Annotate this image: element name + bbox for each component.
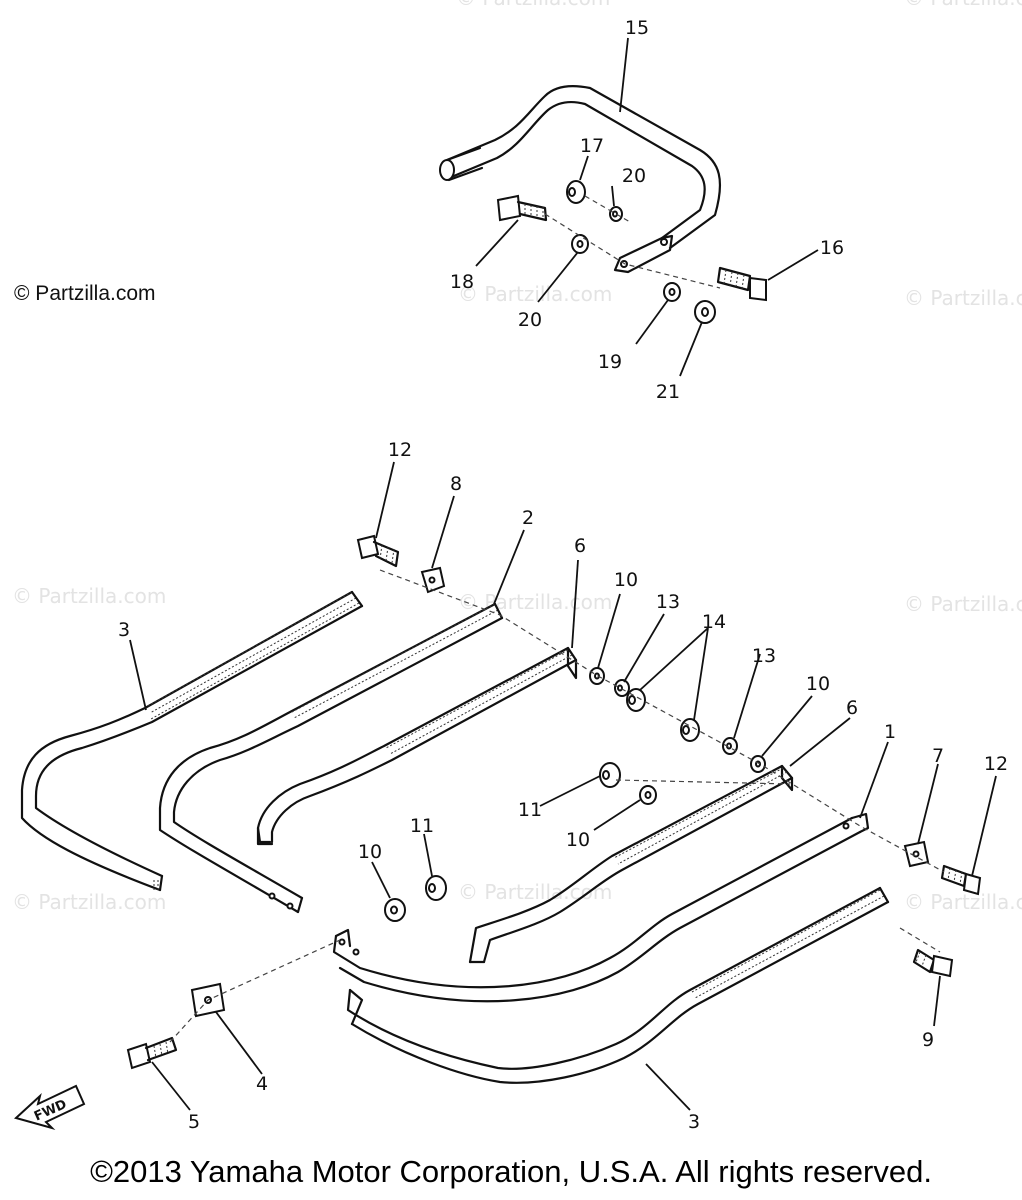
callout-5: 5 [188,1111,200,1133]
bolt-12-left [356,534,400,568]
axis-line [899,927,941,953]
watermark: © Partzilla.com [904,592,1022,616]
washer-10-hole [644,791,652,799]
axis-line [169,939,341,1043]
fwd-arrow: FWD [13,1084,86,1130]
callout-labels: 15 17 20 16 18 20 19 21 12 8 2 6 10 13 1… [118,17,1008,1133]
callout-2: 2 [522,507,534,529]
callout-20: 20 [622,165,646,187]
callout-3: 3 [688,1111,700,1133]
bolt-18 [496,194,548,222]
watermark: © Partzilla.com [904,890,1022,914]
collar-14-hole [628,695,636,705]
callout-7: 7 [932,745,944,767]
axis-line [584,195,631,223]
watermark: © Partzilla.com [12,890,167,914]
washer-19-hole [668,288,676,296]
callout-3: 3 [118,619,130,641]
callout-15: 15 [625,17,649,39]
rail-3-right [346,886,890,1084]
watermark: © Partzilla.com [14,282,156,305]
rail-1 [332,812,870,1003]
handle-bar-15 [439,85,722,274]
callout-11: 11 [410,815,434,837]
leader-lines [129,37,997,1111]
collar-11-hole [602,770,610,780]
collar-17 [566,180,586,204]
watermark: © Partzilla.com [12,584,167,608]
watermark: © Partzilla.com [456,0,610,10]
callout-10: 10 [358,841,382,863]
callout-16: 16 [820,237,844,259]
rail-6-right [468,764,794,964]
callout-21: 21 [656,381,680,403]
axis-line [615,779,791,785]
bolt-5 [126,1036,178,1070]
callout-10: 10 [614,569,638,591]
callout-4: 4 [256,1073,268,1095]
callout-18: 18 [450,271,474,293]
callout-12: 12 [388,439,412,461]
bolt-16 [716,266,767,302]
callout-6: 6 [574,535,586,557]
watermark: © Partzilla.com [458,880,613,904]
callout-10: 10 [566,829,590,851]
rail-3-left [20,590,364,892]
callout-13: 13 [752,645,776,667]
axis-line [544,213,721,289]
nut-21-hole [701,307,709,317]
callout-14: 14 [702,611,726,633]
watermark: © Partzilla.com [458,282,613,306]
callout-10: 10 [806,673,830,695]
washer-10-hole [390,905,398,915]
callout-20: 20 [518,309,542,331]
bracket-8 [420,566,446,594]
rail-2 [158,602,504,914]
washer-20-hole [576,240,584,248]
rail-6-left [256,646,578,846]
callout-1: 1 [884,721,896,743]
callout-11: 11 [518,799,542,821]
copyright-notice: ©2013 Yamaha Motor Corporation, U.S.A. A… [90,1154,932,1189]
collar-11-hole [428,883,436,893]
callout-9: 9 [922,1029,934,1051]
collar-14-hole [682,725,690,735]
callout-13: 13 [656,591,680,613]
washer-13-hole [617,684,623,692]
callout-12: 12 [984,753,1008,775]
axis-line [379,569,945,873]
watermark: © Partzilla.com [904,286,1022,310]
callout-8: 8 [450,473,462,495]
callout-17: 17 [580,135,604,157]
bolt-12-right [940,864,982,896]
bolt-9 [912,948,954,978]
bracket-7 [903,840,930,868]
callout-6: 6 [846,697,858,719]
watermark: © Partzilla.com [904,0,1022,10]
callout-19: 19 [598,351,622,373]
